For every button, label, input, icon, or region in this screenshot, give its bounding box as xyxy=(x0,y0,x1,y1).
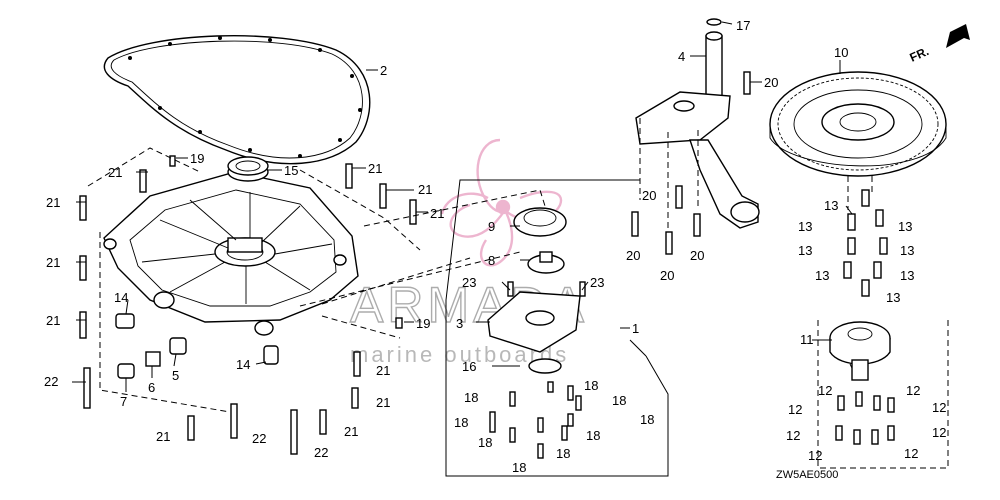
oil-strainer-pipe xyxy=(631,18,760,255)
callout-c-20d: 20 xyxy=(660,268,674,283)
callout-c-12g: 12 xyxy=(808,448,822,463)
callout-c-21c: 21 xyxy=(418,182,432,197)
drive-plate-bolts xyxy=(835,391,895,445)
gasket xyxy=(103,35,371,165)
callout-c-21d: 21 xyxy=(430,206,444,221)
callout-c-16: 16 xyxy=(462,359,476,374)
callout-c-21b: 21 xyxy=(368,161,382,176)
drive-plate xyxy=(829,321,891,381)
front-direction-arrow-icon: FR. xyxy=(908,24,970,65)
callout-c-12d: 12 xyxy=(932,400,946,415)
callout-c-12e: 12 xyxy=(786,428,800,443)
propeller-logo xyxy=(440,138,563,267)
flywheel-bolts xyxy=(843,189,888,297)
callout-c-2: 2 xyxy=(380,63,387,78)
callout-c-1: 1 xyxy=(632,321,639,336)
callout-c-7: 7 xyxy=(120,394,127,409)
callout-c-15: 15 xyxy=(284,163,298,178)
callout-c-11: 11 xyxy=(800,332,814,347)
callout-c-18d: 18 xyxy=(640,412,654,427)
callout-c-12h: 12 xyxy=(904,446,918,461)
callout-c-21j: 21 xyxy=(376,395,390,410)
flywheel xyxy=(769,71,947,177)
callout-c-13d: 13 xyxy=(900,243,914,258)
callout-c-22c: 22 xyxy=(314,445,328,460)
callout-c-21k: 21 xyxy=(344,424,358,439)
diagram-code: ZW5AE0500 xyxy=(776,469,838,481)
callout-c-22a: 22 xyxy=(44,374,58,389)
callout-c-12f: 12 xyxy=(932,425,946,440)
oil-pump-body xyxy=(487,291,581,374)
callout-c-21g: 21 xyxy=(46,313,60,328)
group-brackets xyxy=(87,118,949,477)
callout-c-18i: 18 xyxy=(512,460,526,475)
callout-c-13g: 13 xyxy=(815,268,829,283)
callout-c-21h: 21 xyxy=(156,429,170,444)
callout-c-18h: 18 xyxy=(556,446,570,461)
callout-c-18f: 18 xyxy=(586,428,600,443)
callout-c-20a: 20 xyxy=(764,75,778,90)
callout-c-13h: 13 xyxy=(886,290,900,305)
callout-c-21a: 21 xyxy=(108,165,122,180)
callout-c-18a: 18 xyxy=(584,378,598,393)
callout-c-13b: 13 xyxy=(898,219,912,234)
callout-c-6: 6 xyxy=(148,380,155,395)
callout-c-14a: 14 xyxy=(114,290,128,305)
callout-c-23a: 23 xyxy=(462,275,476,290)
callout-c-18b: 18 xyxy=(612,393,626,408)
callout-c-12a: 12 xyxy=(818,383,832,398)
callout-c-18c: 18 xyxy=(464,390,478,405)
callout-c-19b: 19 xyxy=(416,316,430,331)
plugs-and-springs xyxy=(115,313,403,379)
callout-c-14b: 14 xyxy=(236,357,250,372)
callout-c-10: 10 xyxy=(834,45,848,60)
callout-c-20b: 20 xyxy=(642,188,656,203)
callout-c-13f: 13 xyxy=(900,268,914,283)
callout-c-20e: 20 xyxy=(690,248,704,263)
case-cover-housing xyxy=(103,171,359,336)
bolts-left xyxy=(79,155,417,455)
callout-c-12b: 12 xyxy=(906,383,920,398)
callout-c-3: 3 xyxy=(456,316,463,331)
callout-c-4: 4 xyxy=(678,49,685,64)
leader-lines xyxy=(72,21,853,392)
callout-c-13e: 13 xyxy=(798,243,812,258)
callout-c-13c: 13 xyxy=(798,219,812,234)
callout-c-18e: 18 xyxy=(454,415,468,430)
oil-pump-inner-rotor xyxy=(527,251,565,274)
callout-c-21i: 21 xyxy=(376,363,390,378)
callout-c-20c: 20 xyxy=(626,248,640,263)
callout-c-22b: 22 xyxy=(252,431,266,446)
callout-c-5: 5 xyxy=(172,368,179,383)
oil-seal xyxy=(227,156,269,182)
callout-c-12c: 12 xyxy=(788,402,802,417)
callout-c-21f: 21 xyxy=(46,255,60,270)
callout-c-23b: 23 xyxy=(590,275,604,290)
callout-c-13a: 13 xyxy=(824,198,838,213)
callout-c-17: 17 xyxy=(736,18,750,33)
direction-label: FR. xyxy=(908,44,931,65)
callout-c-9: 9 xyxy=(488,219,495,234)
oil-pump-outer-rotor xyxy=(513,207,567,237)
callout-c-19a: 19 xyxy=(190,151,204,166)
callout-c-8: 8 xyxy=(488,253,495,268)
callout-c-21e: 21 xyxy=(46,195,60,210)
callout-c-18g: 18 xyxy=(478,435,492,450)
